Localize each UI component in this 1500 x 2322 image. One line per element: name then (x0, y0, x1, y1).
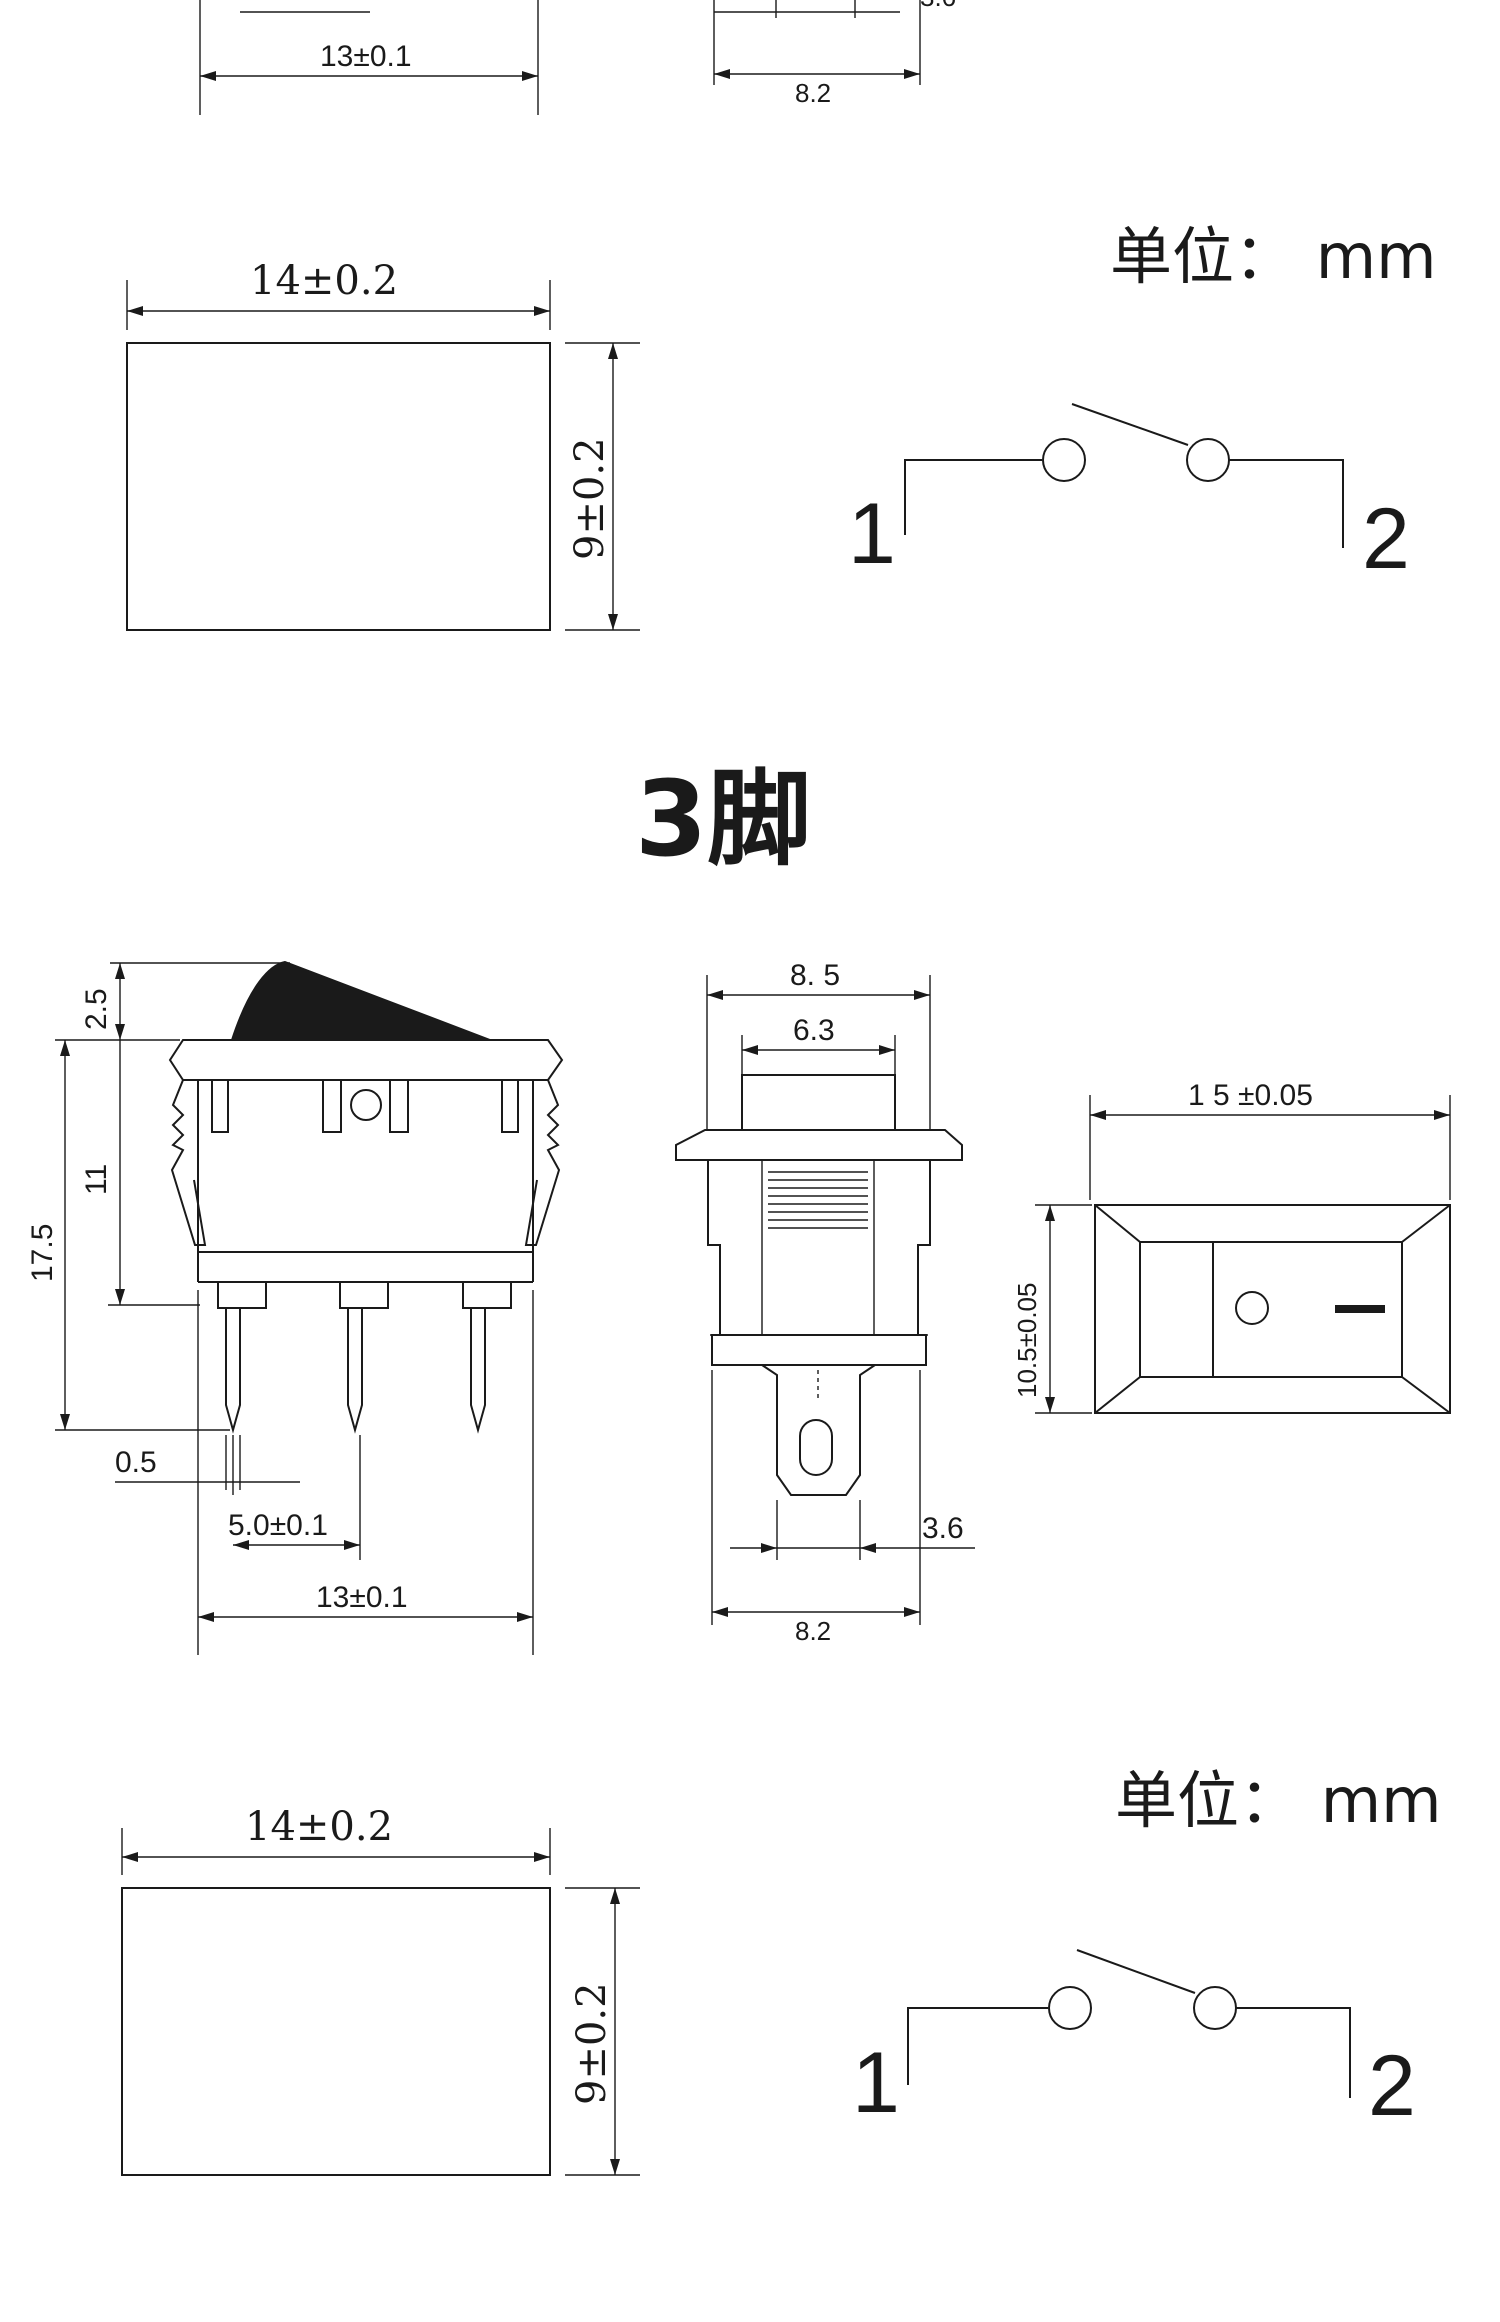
bottom-unit-label: 单位： mm (1115, 1764, 1442, 1837)
top-cutout-width-label: 14±0.2 (250, 258, 398, 304)
top-unit-label: 单位： mm (1110, 220, 1437, 293)
flange-width-label: 8. 5 (790, 959, 840, 992)
pin-pitch-label: 5.0±0.1 (228, 1509, 328, 1542)
bottom-cutout-height-label: 9±0.2 (569, 1982, 615, 2105)
section-title: 3脚 (635, 758, 811, 880)
base-width-label: 8.2 (795, 1616, 831, 1646)
rocker-height-label: 2.5 (80, 988, 113, 1030)
bottom-panel-cutout: 14±0.2 9±0.2 (121, 1804, 640, 2176)
side-view: 8. 5 6.3 3.6 (675, 959, 975, 1646)
top-switch-schematic: 1 2 (848, 403, 1410, 587)
tab-offset-label: 3.6 (922, 1512, 964, 1545)
top-side-partial-label: 3.6 (920, 0, 956, 12)
front-view: 2.5 11 17.5 0.5 5.0±0.1 13±0.1 (26, 960, 564, 1655)
top-partial-views: 13±0.1 3.6 8.2 (199, 0, 956, 115)
top-side-base-label: 8.2 (795, 78, 831, 108)
top-cutout-height-label: 9±0.2 (567, 437, 613, 560)
bottom-cutout-width-label: 14±0.2 (245, 1804, 393, 1850)
rocker-width-label: 6.3 (793, 1014, 835, 1047)
top-body-width-label: 13±0.1 (320, 40, 412, 73)
pin-width-label: 0.5 (115, 1446, 157, 1479)
total-height-label: 17.5 (26, 1224, 59, 1282)
top-pin-1-label: 1 (848, 486, 896, 582)
bottom-switch-schematic: 1 2 (852, 1949, 1416, 2134)
top-panel-cutout: 14±0.2 9±0.2 (126, 258, 640, 631)
top-pin-2-label: 2 (1362, 491, 1410, 587)
body-width-label: 13±0.1 (316, 1581, 408, 1614)
body-height-label: 11 (80, 1164, 113, 1195)
top-view-height-label: 10.5±0.05 (1012, 1283, 1042, 1398)
top-view-length-label: 1 5 ±0.05 (1188, 1079, 1313, 1112)
bottom-pin-1-label: 1 (852, 2035, 900, 2131)
bottom-pin-2-label: 2 (1368, 2038, 1416, 2134)
top-view: 1 5 ±0.05 10.5±0.05 (1012, 1079, 1451, 1414)
